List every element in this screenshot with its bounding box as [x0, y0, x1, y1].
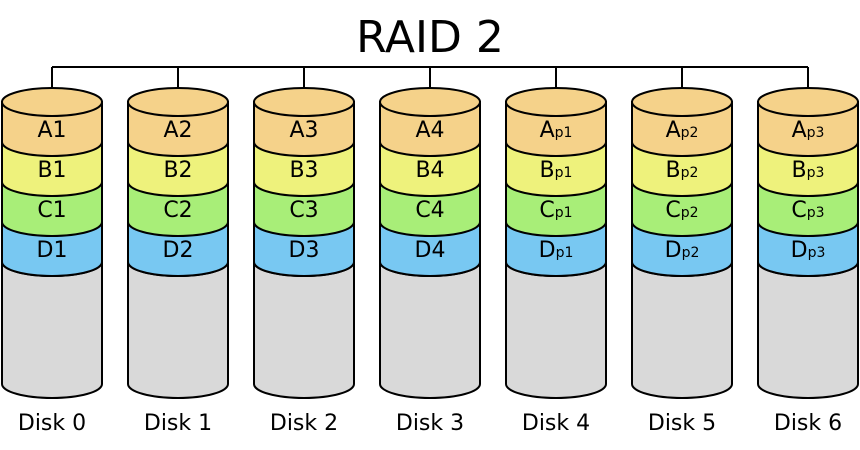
controller-bus [51, 66, 809, 102]
stripe-block-a [253, 101, 355, 157]
stripe-block-a [631, 101, 733, 157]
stripe-block-a [379, 101, 481, 157]
block-label: B4 [415, 158, 444, 183]
stripe-block-b [631, 141, 733, 197]
block-label: Dp1 [539, 238, 574, 263]
disk-empty-space [379, 261, 481, 399]
disk-top-cap [631, 87, 733, 117]
stripe-block-d [379, 221, 481, 277]
disk-top-cap [505, 87, 607, 117]
stripe-block-b [253, 141, 355, 197]
disk-top-cap [379, 87, 481, 117]
disk-empty-space [505, 261, 607, 399]
block-label: A4 [415, 118, 444, 143]
block-label: C3 [289, 198, 318, 223]
block-label: A2 [163, 118, 192, 143]
stripe-block-c [505, 181, 607, 237]
disk-empty-space [757, 261, 859, 399]
stripe-block-a [505, 101, 607, 157]
disk-empty-space [1, 261, 103, 399]
stripe-block-c [253, 181, 355, 237]
stripe-block-a [757, 101, 859, 157]
disk-label: Disk 1 [144, 411, 212, 436]
disk-label: Disk 0 [18, 411, 86, 436]
block-label: Ap1 [540, 118, 573, 143]
stripe-block-c [1, 181, 103, 237]
block-label: D2 [163, 238, 194, 263]
block-label: Ap2 [666, 118, 699, 143]
block-label: Dp2 [665, 238, 700, 263]
stripe-block-d [253, 221, 355, 277]
block-label: C4 [415, 198, 444, 223]
block-label: B1 [37, 158, 66, 183]
stripe-block-c [127, 181, 229, 237]
disk-label: Disk 4 [522, 411, 590, 436]
disk-label: Disk 6 [774, 411, 842, 436]
block-label: Dp3 [791, 238, 826, 263]
stripe-block-d [1, 221, 103, 277]
stripe-block-d [757, 221, 859, 277]
block-label: D4 [415, 238, 446, 263]
disk-top-cap [127, 87, 229, 117]
block-label: A1 [37, 118, 66, 143]
stripe-block-d [505, 221, 607, 277]
disk-empty-space [127, 261, 229, 399]
block-label: C2 [163, 198, 192, 223]
stripe-block-d [127, 221, 229, 277]
disk-empty-space [631, 261, 733, 399]
block-label: Cp1 [539, 198, 572, 223]
stripe-block-c [631, 181, 733, 237]
block-label: Bp3 [792, 158, 825, 183]
disk-top-cap [757, 87, 859, 117]
stripe-block-b [127, 141, 229, 197]
stripe-block-b [379, 141, 481, 197]
block-label: Bp1 [540, 158, 573, 183]
stripe-block-b [757, 141, 859, 197]
disk-top-cap [1, 87, 103, 117]
block-label: Bp2 [666, 158, 699, 183]
disk-label: Disk 5 [648, 411, 716, 436]
diagram-title: RAID 2 [356, 12, 504, 63]
block-label: Cp2 [665, 198, 698, 223]
disk-label: Disk 2 [270, 411, 338, 436]
stripe-block-d [631, 221, 733, 277]
disk-empty-space [253, 261, 355, 399]
block-label: A3 [289, 118, 318, 143]
block-label: Cp3 [791, 198, 824, 223]
stripe-block-b [505, 141, 607, 197]
block-label: D3 [289, 238, 320, 263]
stripe-block-c [379, 181, 481, 237]
block-label: B2 [163, 158, 192, 183]
block-label: B3 [289, 158, 318, 183]
stripe-block-a [127, 101, 229, 157]
stripe-block-a [1, 101, 103, 157]
stripe-block-c [757, 181, 859, 237]
disk-top-cap [253, 87, 355, 117]
block-label: D1 [37, 238, 68, 263]
block-label: C1 [37, 198, 66, 223]
stripe-block-b [1, 141, 103, 197]
block-label: Ap3 [792, 118, 825, 143]
disk-label: Disk 3 [396, 411, 464, 436]
